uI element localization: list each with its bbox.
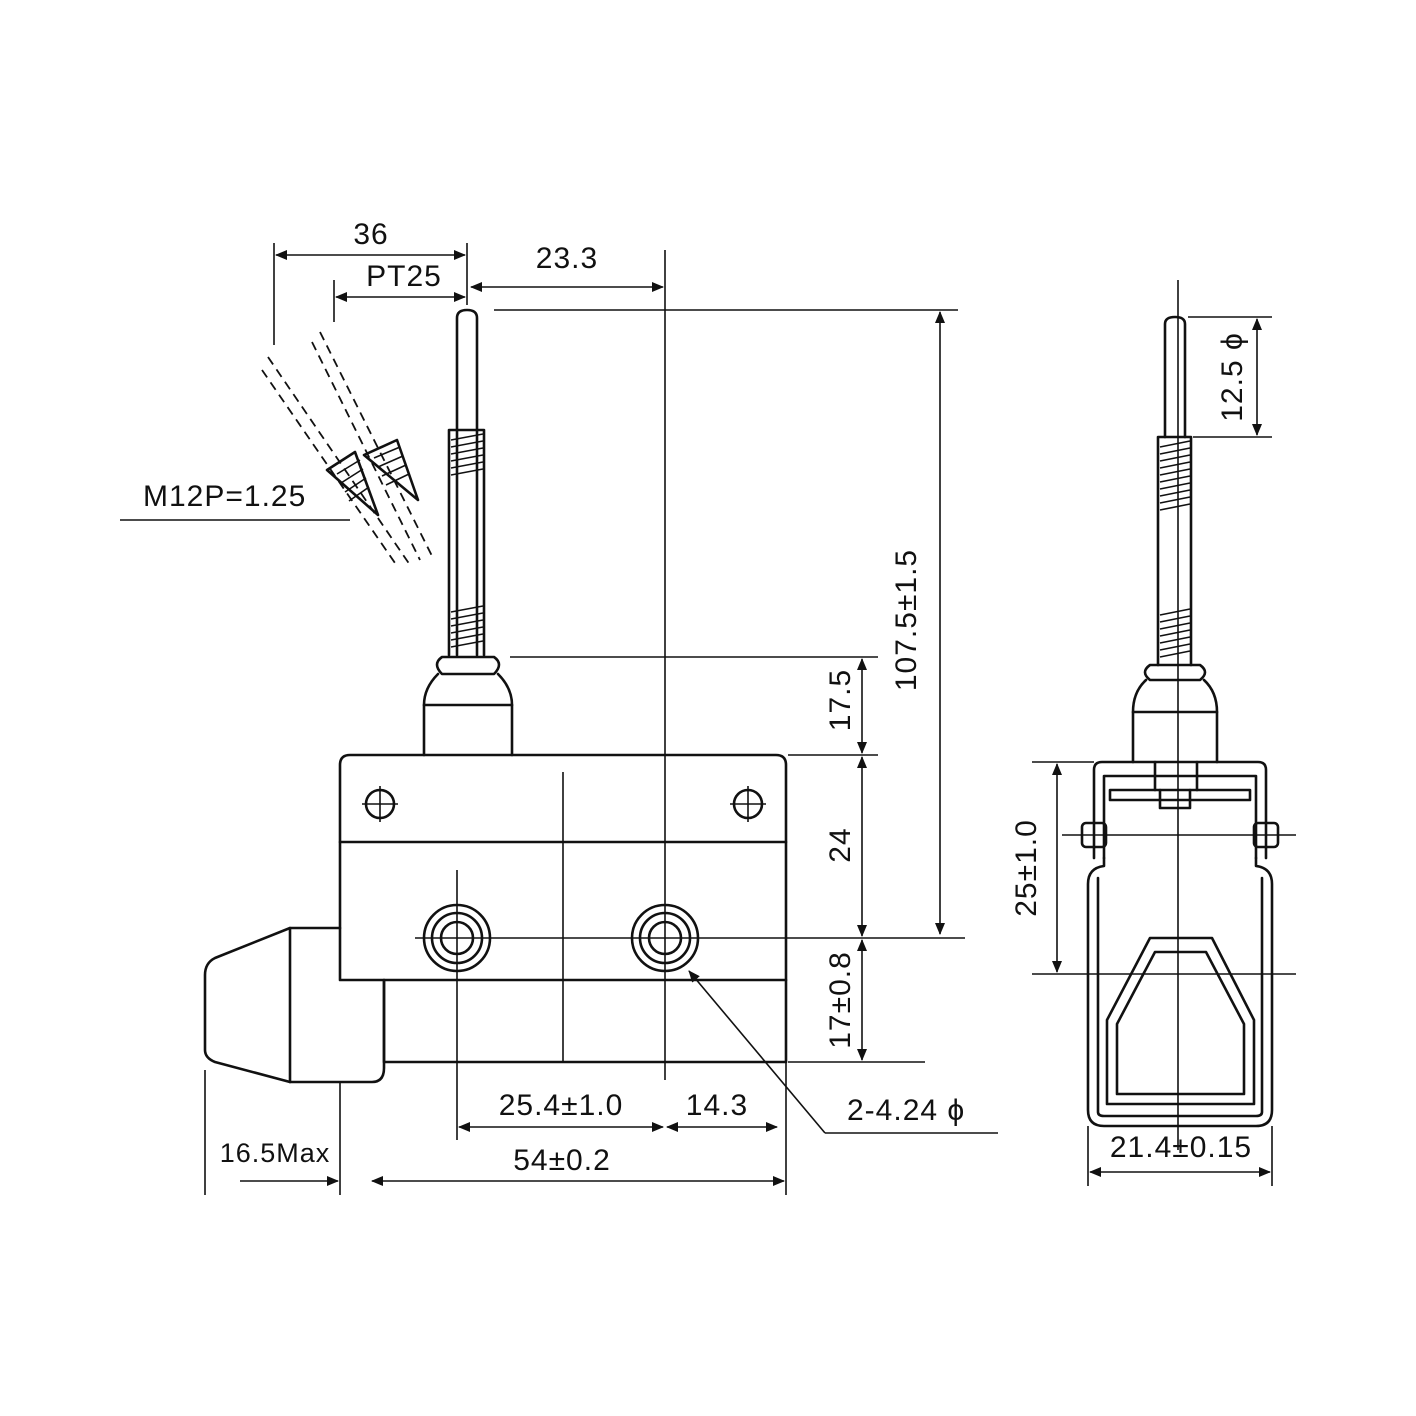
dimension-17: 17±0.8 [788,939,925,1063]
dimension-23-3-label: 23.3 [536,242,598,275]
mounting-screw-right [730,786,766,822]
dimension-pt25-label: PT25 [366,260,442,293]
dimension-25-4-label: 25.4±1.0 [499,1089,624,1122]
dimension-36-label: 36 [353,218,388,251]
dimension-12-5: 12.5 ϕ [1188,316,1272,438]
actuator-rod [447,308,486,657]
side-center-lines [1032,280,1296,1150]
side-view: 12.5 ϕ 25±1.0 21.4±0.15 [1010,280,1296,1186]
dimension-21-4-label: 21.4±0.15 [1110,1131,1252,1164]
hole-callout: 2-4.24 ϕ [688,970,998,1134]
dimension-54-label: 54±0.2 [513,1144,611,1177]
dimension-21-4: 21.4±0.15 [1087,1126,1273,1186]
dimension-16-5: 16.5Max [204,1070,341,1195]
side-body [1086,856,1274,1128]
dimension-107-5-label: 107.5±1.5 [890,549,923,691]
dimension-pt25: PT25 [333,260,466,322]
dimension-54: 54±0.2 [371,1062,787,1195]
dimension-17-5: 17.5 [510,656,878,754]
dimension-23-3: 23.3 [470,242,664,292]
dimension-24-label: 24 [824,827,857,862]
dimension-25-4: 25.4±1.0 [458,1089,664,1132]
plunger-collar [422,655,514,757]
dimension-17-5-label: 17.5 [824,669,857,731]
dimension-16-5-label: 16.5Max [220,1138,331,1168]
dimension-25: 25±1.0 [1010,763,1062,973]
dimension-12-5-label: 12.5 ϕ [1216,332,1249,422]
cable-boot [203,926,386,1084]
thread-callout-label: M12P=1.25 [143,480,306,513]
side-bracket [1080,760,1280,860]
dimension-14-3-label: 14.3 [686,1089,748,1122]
dimension-107-5: 107.5±1.5 [494,309,958,935]
side-collar [1131,663,1219,764]
center-lines [415,250,965,1140]
front-view: 36 PT25 23.3 M12P=1.25 107.5±1.5 17.5 [120,218,998,1195]
tilted-rod-outline [261,331,433,566]
hole-callout-label: 2-4.24 ϕ [847,1094,965,1127]
dimension-36: 36 [273,218,468,345]
mounting-screw-left [362,786,398,822]
thread-callout: M12P=1.25 [120,480,350,521]
dimension-17-label: 17±0.8 [824,951,857,1049]
dimension-25-label: 25±1.0 [1010,819,1043,917]
side-rod [1156,315,1193,667]
dimension-24: 24 [788,754,878,937]
dimension-14-3: 14.3 [666,1089,778,1132]
